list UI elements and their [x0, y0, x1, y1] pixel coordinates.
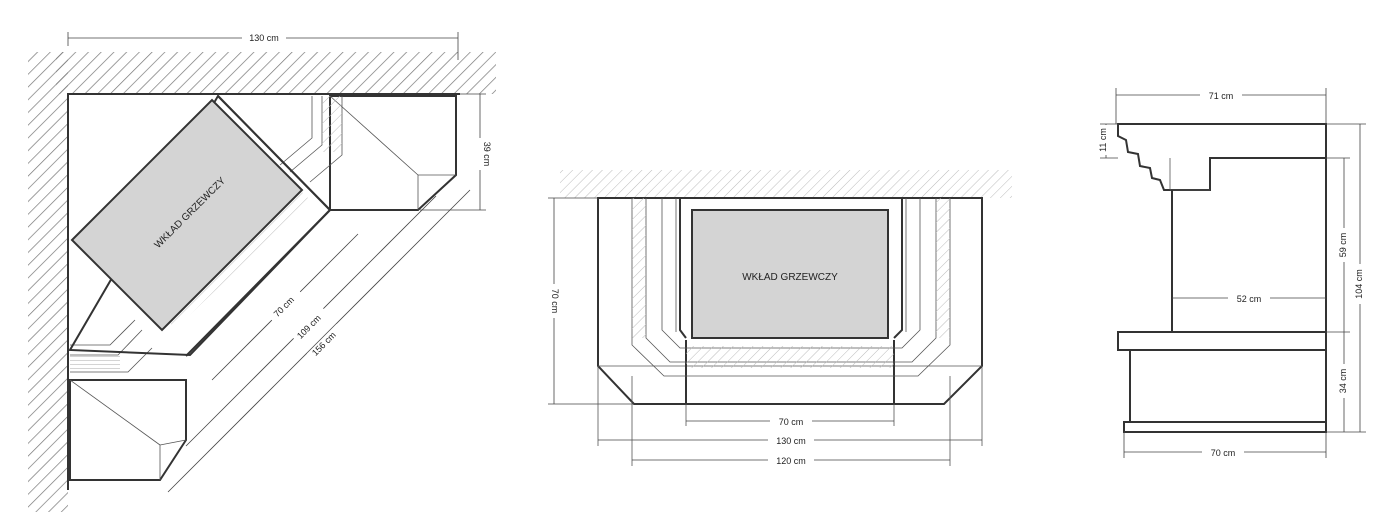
front-dim-label-120: 120 cm	[776, 456, 806, 466]
front-wall-hatch	[560, 170, 1012, 198]
corner-insert	[70, 98, 304, 332]
side-view: 71 cm 11 cm 59 cm 104 cm 34 cm 52 cm 70 …	[1098, 88, 1366, 458]
dim-line-156	[167, 189, 471, 493]
front-dim-label-70: 70 cm	[779, 417, 804, 427]
side-dim-label-34: 34 cm	[1338, 369, 1348, 394]
right-block	[329, 95, 457, 211]
wall-top-hatch	[56, 52, 496, 94]
side-dim-label-104: 104 cm	[1354, 269, 1364, 299]
front-view: WKŁAD GRZEWCZY 70 cm 70 cm 130 cm 120 cm	[546, 170, 1012, 466]
dim-label-156: 156 cm	[310, 330, 338, 358]
dim-label-top: 130 cm	[249, 33, 279, 43]
side-dim-label-cap: 11 cm	[1098, 128, 1108, 152]
side-dim-label-bottom: 70 cm	[1211, 448, 1236, 458]
side-dim-label-59: 59 cm	[1338, 233, 1348, 258]
front-insert	[691, 209, 889, 339]
side-base	[1129, 349, 1327, 423]
wall-left-hatch	[28, 52, 68, 512]
left-block	[69, 379, 187, 481]
side-dim-label-52: 52 cm	[1237, 294, 1262, 304]
corner-view: 130 cm 39 cm WKŁAD GRZEWCZY	[28, 31, 496, 512]
side-mantel	[1117, 123, 1327, 191]
dim-label-109: 109 cm	[295, 313, 323, 341]
front-dim-label-130: 130 cm	[776, 436, 806, 446]
side-dim-label-top: 71 cm	[1209, 91, 1234, 101]
front-insert-label: WKŁAD GRZEWCZY	[742, 272, 838, 283]
dim-label-right: 39 cm	[482, 142, 492, 167]
front-dim-label-height: 70 cm	[550, 289, 560, 314]
side-plinth	[1123, 421, 1327, 433]
side-hearth	[1117, 331, 1327, 351]
wall-edge	[67, 93, 460, 490]
